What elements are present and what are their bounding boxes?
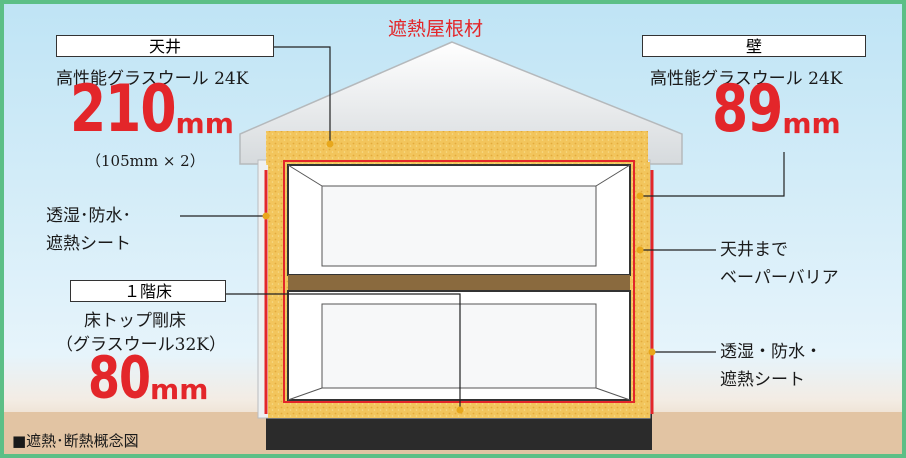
- ceiling-insulation: [266, 131, 648, 165]
- wall-value: 89: [712, 72, 783, 147]
- wall-title: 壁: [642, 35, 866, 57]
- ceiling-spec: 高性能グラスウール 24K: [56, 69, 249, 89]
- ceiling-title: 天井: [56, 35, 274, 57]
- ceiling-value: 210: [70, 72, 177, 147]
- sheet-left-line1: 透湿･防水･: [46, 206, 131, 226]
- floor-title: １階床: [70, 280, 226, 302]
- house-cross-section: [4, 41, 902, 454]
- leader-lines: [180, 46, 785, 410]
- barrier-line1: 天井まで: [720, 240, 788, 260]
- barrier-label: 天井まで ベーパーバリア: [720, 236, 839, 292]
- floor-spec: 床トップ剛床: [84, 311, 186, 331]
- barrier-line2: ベーパーバリア: [720, 268, 839, 288]
- sheet-left-label: 透湿･防水･ 遮熱シート: [46, 202, 131, 258]
- sheet-right-label: 透湿・防水・ 遮熱シート: [720, 338, 822, 394]
- ceiling-unit: mm: [175, 107, 234, 140]
- wall-spec: 高性能グラスウール 24K: [650, 69, 843, 89]
- foundation: [266, 414, 652, 450]
- wall-unit: mm: [782, 107, 841, 140]
- caption: ■遮熱･断熱概念図: [12, 432, 139, 450]
- upper-room-back: [321, 185, 597, 267]
- sheet-right-line1: 透湿・防水・: [720, 342, 822, 362]
- lower-room-back: [321, 303, 597, 389]
- ceiling-note: （105mm × 2）: [86, 152, 205, 170]
- wall-thickness: 89mm: [712, 77, 841, 142]
- ceiling-thickness: 210mm: [70, 77, 234, 142]
- roof-label: 遮熱屋根材: [388, 18, 484, 40]
- floor-spec2: （グラスウール32K）: [56, 335, 226, 355]
- leader-dots: [262, 140, 656, 414]
- floor-thickness: 80mm: [88, 349, 209, 407]
- sheet-right-line2: 遮熱シート: [720, 370, 805, 390]
- floor-value: 80: [88, 343, 151, 411]
- floor-unit: mm: [150, 373, 209, 406]
- vapor-barrier: [283, 160, 635, 403]
- sheet-left-line2: 遮熱シート: [46, 234, 131, 254]
- second-floor-beam: [288, 275, 630, 291]
